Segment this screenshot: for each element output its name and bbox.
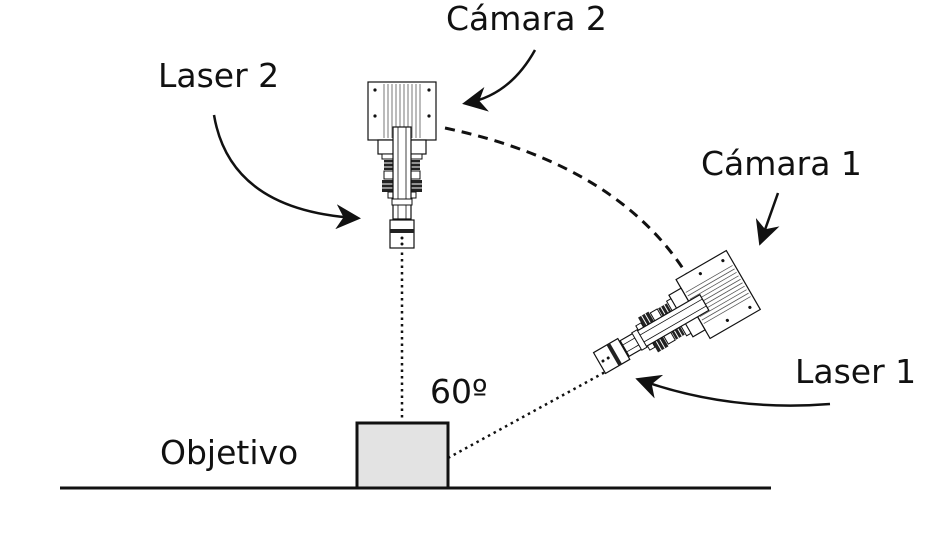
target-box: [355, 421, 450, 490]
rotation-arc: [444, 126, 691, 279]
arrow-camera-2: [462, 49, 537, 112]
camera-1-device: [581, 249, 761, 394]
arrow-laser-1: [635, 374, 831, 407]
camera-1-label: Cámara 1: [701, 144, 862, 183]
camera-2-label: Cámara 2: [446, 0, 607, 38]
laser-1-label: Laser 1: [795, 352, 917, 391]
angle-label: 60º: [430, 372, 488, 411]
arrow-laser-2: [212, 114, 361, 230]
target-label: Objetivo: [160, 433, 299, 472]
camera-2-device: [367, 81, 437, 249]
laser-2-label: Laser 2: [158, 56, 280, 95]
arrow-camera-1: [755, 192, 780, 246]
